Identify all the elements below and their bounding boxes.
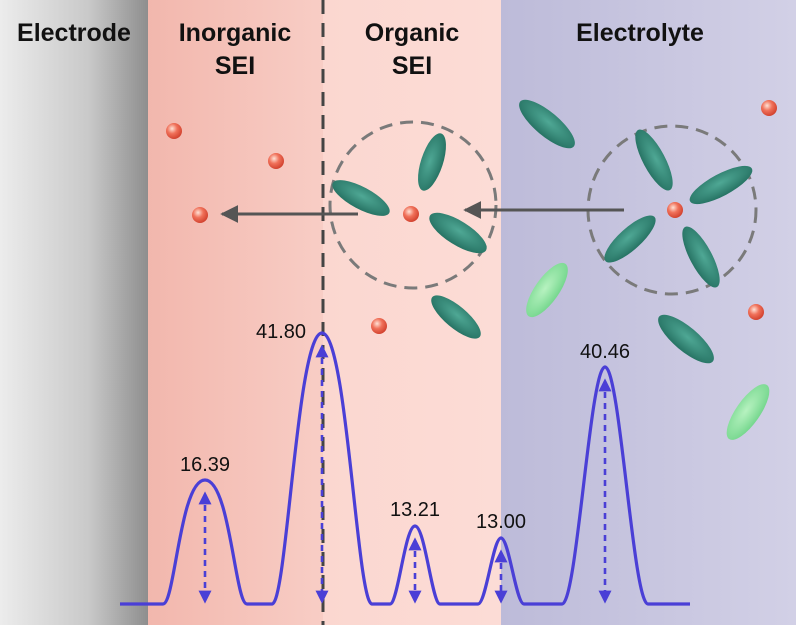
free-solvent-molecule [519,99,575,149]
solvent-molecule [635,129,673,191]
light-solvent-molecule [726,384,770,440]
free-solvent-molecule [431,295,481,339]
lithium-ion [166,123,182,139]
organic-sei-region [323,0,501,625]
lithium-ion [761,100,777,116]
electrolyte-region [501,0,796,625]
organic-sei-label-line1: Organic [365,19,460,47]
solvent-molecule [332,180,390,216]
solvent-molecule [418,133,446,191]
barrier-value-label: 13.00 [476,511,526,533]
free-solvent-molecule [658,314,714,364]
solvent-molecule [689,165,753,205]
barrier-value-label: 40.46 [580,341,630,363]
barrier-value-label: 16.39 [180,454,230,476]
inorganic-sei-label-line1: Inorganic [179,19,292,47]
light-solvent-molecule [526,262,568,318]
organic-sei-label-line2: SEI [392,52,432,80]
lithium-ion [268,153,284,169]
electrode-region [0,0,148,625]
solvent-molecule [429,212,487,254]
barrier-value-label: 41.80 [256,321,306,343]
inorganic-sei-label-line2: SEI [215,52,255,80]
solvent-molecule [604,215,656,263]
lithium-ion [371,318,387,334]
inorganic-sei-region [148,0,323,625]
energy-profile-curve [120,331,690,606]
solvent-molecule [682,226,720,288]
barrier-value-label: 13.21 [390,499,440,521]
electrolyte-label: Electrolyte [576,19,704,47]
electrode-label: Electrode [17,19,131,47]
lithium-ion [403,206,419,222]
organic-solvation-shell [328,120,498,290]
lithium-ion [192,207,208,223]
lithium-ion [748,304,764,320]
lithium-ion [667,202,683,218]
